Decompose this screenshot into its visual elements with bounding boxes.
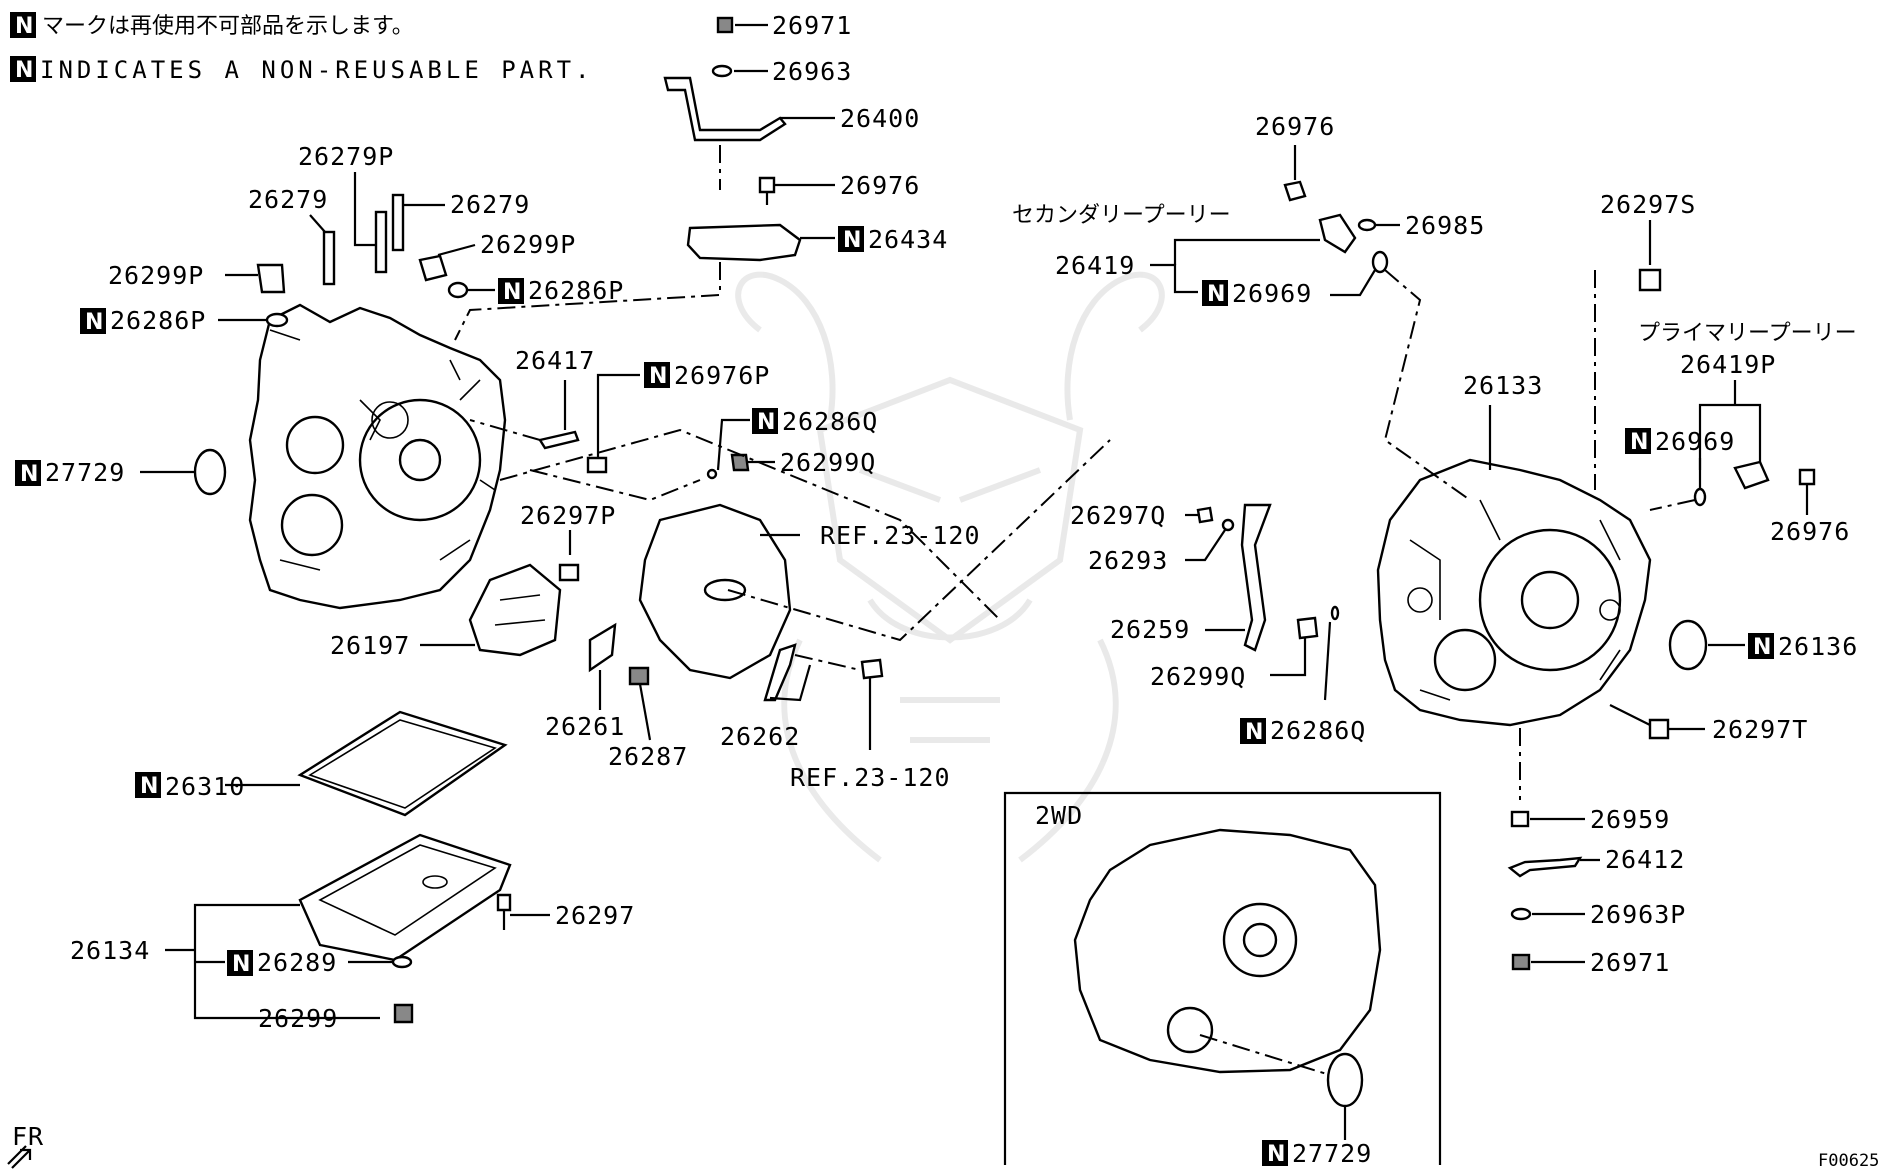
label-26963P: 26963P [1590, 900, 1686, 929]
label-26287: 26287 [608, 742, 688, 771]
label-2wd: 2WD [1035, 801, 1083, 830]
svg-text:N: N [1267, 1142, 1285, 1167]
svg-text:N: N [1753, 635, 1771, 660]
secondary-pulley-sensor: 26976 セカンダリープーリー 26985 26419 N 26969 [1012, 112, 1485, 501]
label-26976-top: 26976 [840, 171, 920, 200]
label-26963: 26963 [772, 57, 852, 86]
right-middle-parts: 26133 26297Q 26293 26259 26299Q N 26286Q… [1070, 371, 1858, 977]
label-26299P-a: 26299P [108, 261, 204, 290]
label-26286Q-bot: 26286Q [1270, 716, 1366, 745]
box-2wd: 2WD N 27729 [1003, 791, 1442, 1168]
svg-text:N: N [140, 774, 158, 799]
svg-text:N: N [503, 280, 521, 305]
label-26434: 26434 [868, 225, 948, 254]
label-27729-left: 27729 [45, 458, 125, 487]
svg-text:N: N [232, 952, 250, 977]
label-26299Q-bot: 26299Q [1150, 662, 1246, 691]
label-26297T: 26297T [1712, 715, 1808, 744]
label-26286P-a: 26286P [110, 306, 206, 335]
label-26279-b: 26279 [450, 190, 530, 219]
svg-text:N: N [649, 364, 667, 389]
label-primary-jp: プライマリープーリー [1638, 321, 1857, 346]
label-ref-b: REF.23-120 [790, 763, 951, 792]
label-26419: 26419 [1055, 251, 1135, 280]
label-26261: 26261 [545, 712, 625, 741]
label-26417: 26417 [515, 346, 595, 375]
label-fr: FR [12, 1122, 44, 1151]
note-jp: マークは再使用不可部品を示します。 [42, 14, 414, 39]
label-26286Q-top: 26286Q [782, 407, 878, 436]
label-26299P-b: 26299P [480, 230, 576, 259]
label-26133: 26133 [1463, 371, 1543, 400]
label-26289: 26289 [257, 948, 337, 977]
oil-pan-group: N 26310 26297 26134 N 26289 26299 [70, 710, 635, 1033]
fr-arrow: FR [7, 1122, 44, 1169]
label-26136: 26136 [1778, 632, 1858, 661]
label-26976-right: 26976 [1770, 517, 1850, 546]
label-26310: 26310 [165, 772, 245, 801]
label-26400: 26400 [840, 104, 920, 133]
label-26299Q-top: 26299Q [780, 448, 876, 477]
note-en: INDICATES A NON-REUSABLE PART. [40, 56, 593, 84]
label-26293: 26293 [1088, 546, 1168, 575]
label-26976-mid: 26976 [1255, 112, 1335, 141]
top-center-parts: 26971 26963 26400 26976 N 26434 [454, 11, 948, 341]
label-26299: 26299 [258, 1004, 338, 1033]
label-26969-b: 26969 [1655, 427, 1735, 456]
svg-text:N: N [1630, 430, 1648, 455]
svg-text:N: N [843, 228, 861, 253]
label-26279-a: 26279 [248, 185, 328, 214]
label-26959: 26959 [1590, 805, 1670, 834]
svg-text:N: N [20, 462, 38, 487]
transaxle-case-left [248, 303, 507, 610]
svg-text:N: N [85, 310, 103, 335]
label-26279P: 26279P [298, 142, 394, 171]
label-26286P-b: 26286P [528, 276, 624, 305]
label-26419P: 26419P [1680, 350, 1776, 379]
label-26969-a: 26969 [1232, 279, 1312, 308]
label-secondary-jp: セカンダリープーリー [1012, 203, 1231, 228]
label-26262: 26262 [720, 722, 800, 751]
middle-left-parts: 26297P 26197 26261 26287 REF.23-120 2626… [330, 439, 1111, 792]
svg-text:N: N [1207, 282, 1225, 307]
svg-text:N: N [757, 410, 775, 435]
label-26259: 26259 [1110, 615, 1190, 644]
label-26134: 26134 [70, 936, 150, 965]
label-26412: 26412 [1605, 845, 1685, 874]
assembly-line [499, 428, 1001, 621]
label-26976P: 26976P [674, 361, 770, 390]
label-ref-a: REF.23-120 [820, 521, 981, 550]
primary-pulley-sensor: 26297S プライマリープーリー 26419P N 26969 26976 [1594, 190, 1857, 546]
label-26971-bot: 26971 [1590, 948, 1670, 977]
label-26297P: 26297P [520, 501, 616, 530]
label-26985: 26985 [1405, 211, 1485, 240]
transaxle-case-right [1376, 458, 1652, 727]
label-26297Q: 26297Q [1070, 501, 1166, 530]
n-mark-jp: N [15, 14, 33, 39]
label-26297S: 26297S [1600, 190, 1696, 219]
label-26197: 26197 [330, 631, 410, 660]
n-mark-en: N [15, 58, 33, 83]
label-27729-box: 27729 [1292, 1139, 1372, 1168]
label-26297: 26297 [555, 901, 635, 930]
figure-code: F00625 [1818, 1151, 1879, 1171]
upper-left-parts: 26279P 26279 26279 26299P 26299P N 26286… [15, 142, 878, 502]
header-note: N マークは再使用不可部品を示します。 N INDICATES A NON-RE… [10, 12, 593, 84]
label-26971-top: 26971 [772, 11, 852, 40]
svg-text:N: N [1245, 720, 1263, 745]
